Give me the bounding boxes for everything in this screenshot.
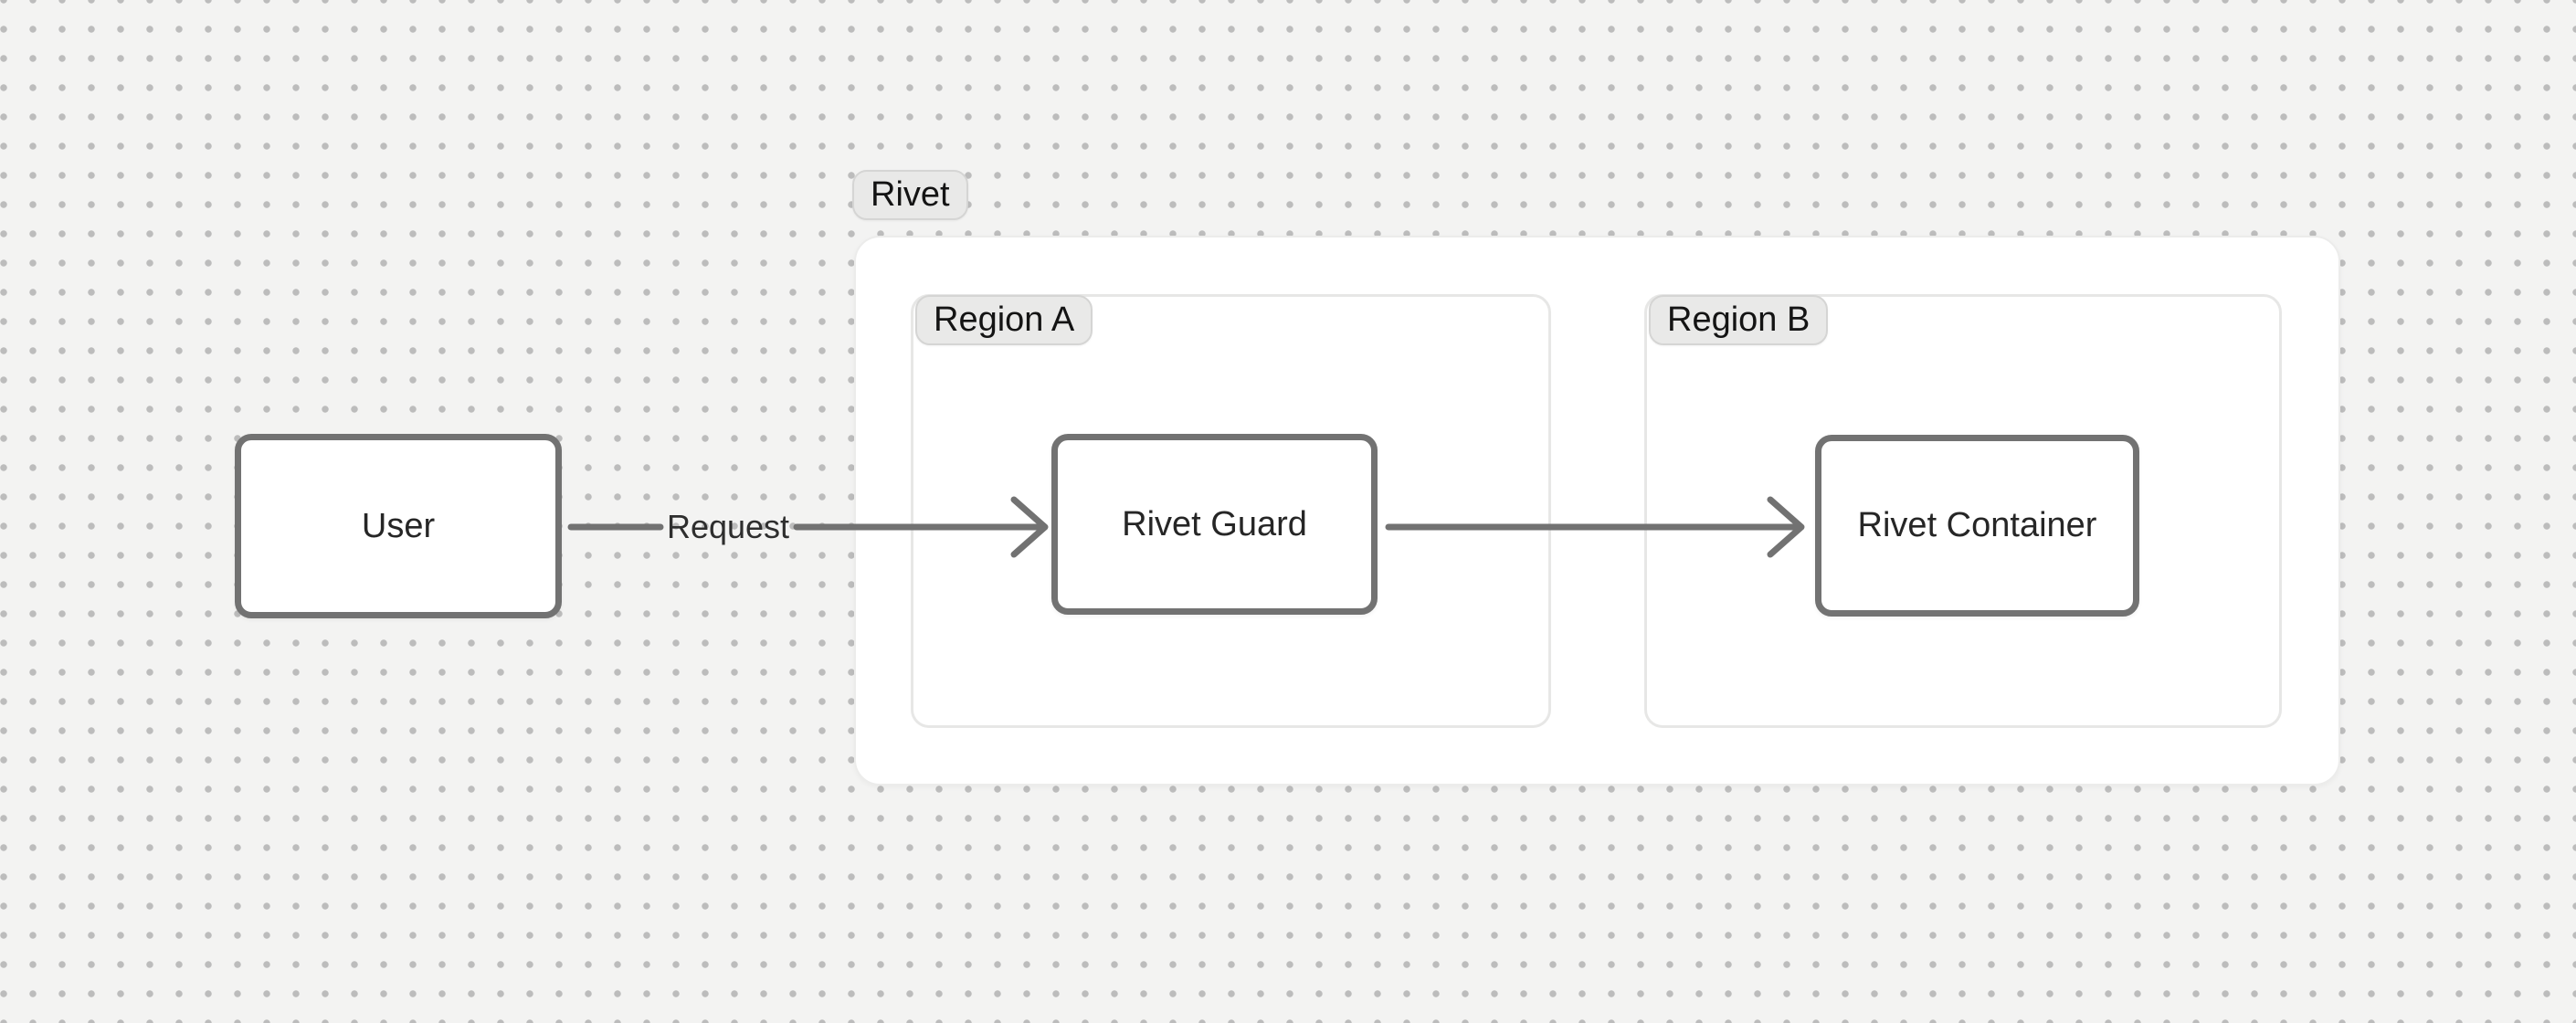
node-rivet-container-label: Rivet Container (1857, 506, 2097, 544)
edge-label-request: Request (666, 508, 790, 545)
node-user-label: User (361, 506, 436, 545)
group-label-rivet[interactable]: Rivet (852, 170, 968, 220)
node-rivet-guard[interactable]: Rivet Guard (1051, 434, 1378, 615)
node-rivet-container[interactable]: Rivet Container (1815, 435, 2139, 617)
arrowhead-right-icon (1767, 496, 1805, 558)
node-user[interactable]: User (235, 434, 562, 618)
region-a-label-text: Region A (934, 301, 1075, 339)
arrowhead-right-icon (1010, 496, 1049, 558)
region-b-label[interactable]: Region B (1649, 295, 1829, 345)
region-b-label-text: Region B (1667, 301, 1811, 339)
node-rivet-guard-label: Rivet Guard (1122, 504, 1307, 543)
region-a-label[interactable]: Region A (915, 295, 1093, 345)
group-label-text: Rivet (871, 175, 950, 214)
